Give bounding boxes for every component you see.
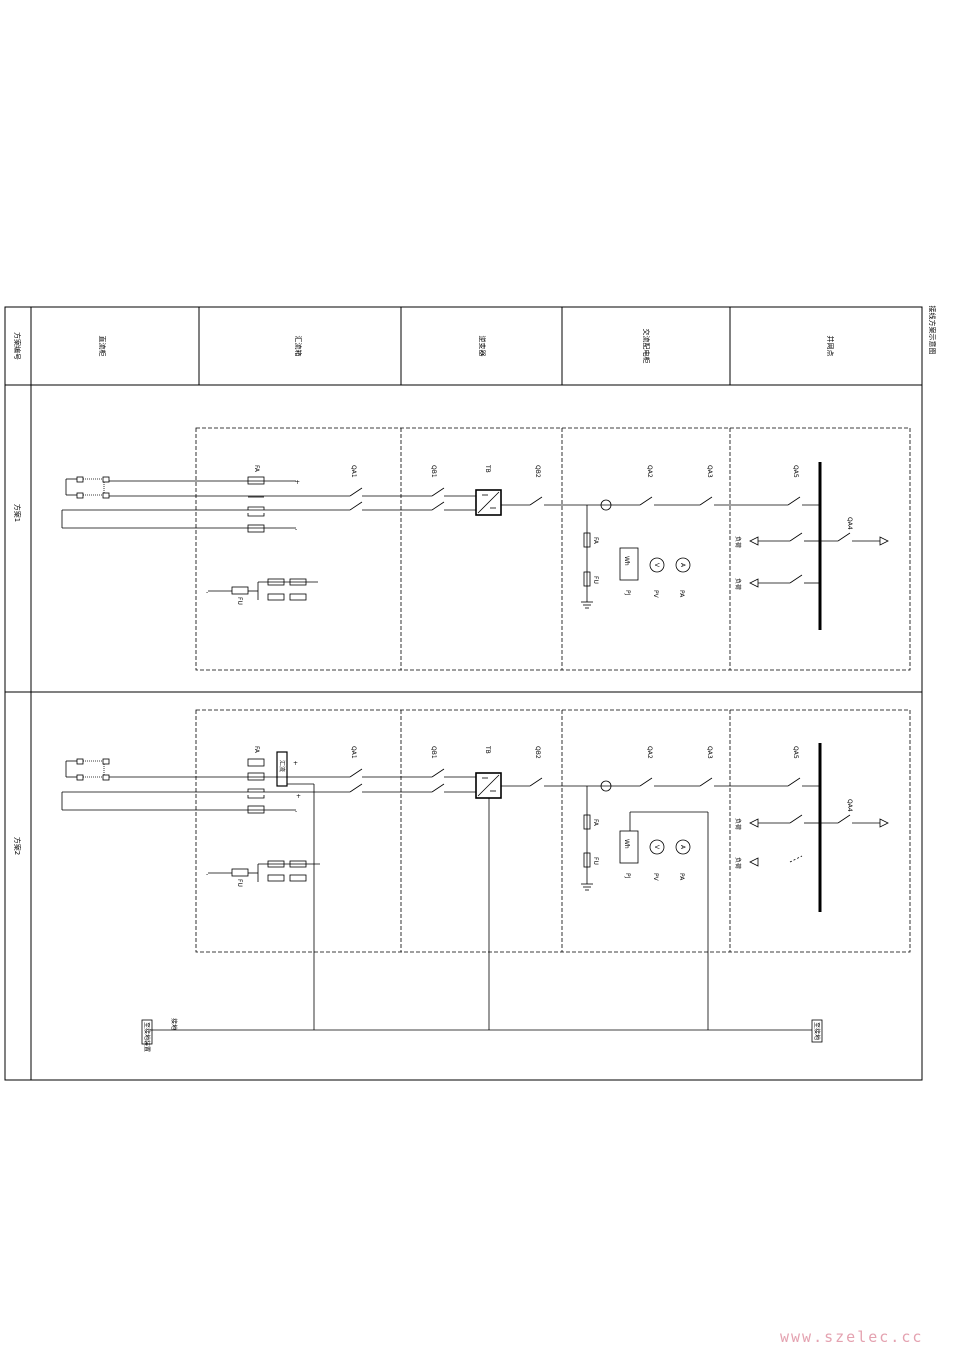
s2-label-tb: TB [484,745,491,754]
s1-label-qa1: QA1 [350,465,357,478]
s1-label-qb1: QB1 [430,465,437,478]
header-ac-cabinet: 交流配电柜 [642,329,651,364]
s2-label-load2: 负荷 [734,857,742,869]
s2-label-plus: + [293,760,298,767]
header-grid-point: 并网点 [826,336,835,357]
s2-label-minus2: - [206,871,208,878]
s1-label-fa2: FA [592,537,599,545]
s2-label-qb1: QB1 [430,746,437,759]
s2-label-pj: PJ [624,873,631,879]
scheme-1 [61,427,911,671]
header-inverter: 逆变器 [478,336,487,357]
s2-label-pv: PV [652,873,659,882]
s2-label-a: A [679,845,686,850]
s2-label-combiner: 汇流 [278,760,286,772]
s1-label-qa5: QA5 [792,465,799,478]
s2-label-qb2: QB2 [534,746,541,759]
s1-label-wh: Wh [623,556,630,566]
s2-label-fa2: FA [592,819,599,827]
watermark: www.szelec.cc [780,1328,923,1346]
s2-label-v: V [653,845,660,850]
s2-label-qa1: QA1 [350,746,357,759]
s2-label-fu: FU [592,857,599,865]
s2-label-fu2: FU [236,879,243,887]
s1-label-load2: 负荷 [734,578,742,590]
s1-label-qa3: QA3 [706,465,713,478]
row-label-1: 方案1 [13,504,22,522]
s2-label-qa5: QA5 [792,746,799,759]
s2-label-minus: - [295,808,297,815]
s1-label-fa: FA [253,465,260,473]
s1-label-fu: FU [592,576,599,584]
s1-label-qb2: QB2 [534,465,541,478]
s1-label-a: A [679,563,686,568]
ground-bus-left: 至接地装置 [143,1022,151,1052]
s2-label-qa3: QA3 [706,746,713,759]
s2-label-load1: 负荷 [734,818,742,830]
s1-label-fu2: FU [236,597,243,605]
ground-bus-right: 至接地 [813,1022,821,1040]
s2-label-qa4: QA4 [846,799,853,812]
s1-label-plus: + [295,479,300,486]
s2-label-wh: Wh [623,839,630,849]
s1-label-pa: PA [678,590,685,598]
s1-label-minus2: - [206,589,208,596]
s1-label-load1: 负荷 [734,536,742,548]
ground-label-left: 接地 [170,1018,178,1030]
s1-label-qa4: QA4 [846,517,853,530]
s1-label-tb: TB [484,464,491,473]
s1-label-minus: - [295,526,297,533]
drawing-title: 接线方案示意图 [928,306,937,355]
table-frame [4,306,923,1081]
header-combiner: 汇流箱 [294,336,303,357]
s2-label-qa2: QA2 [646,746,653,759]
header-dc-cabinet: 直流柜 [98,336,107,357]
s1-label-pv: PV [652,590,659,599]
scheme-2 [61,709,911,1045]
header-scheme-no: 方案编号 [13,332,22,360]
row-label-2: 方案2 [13,837,22,855]
s1-label-v: V [653,563,660,568]
s2-label-plus2: + [296,793,301,800]
s2-label-fa: FA [253,746,260,754]
s1-label-qa2: QA2 [646,465,653,478]
s1-label-pj: PJ [624,590,631,596]
s2-label-pa: PA [678,873,685,881]
